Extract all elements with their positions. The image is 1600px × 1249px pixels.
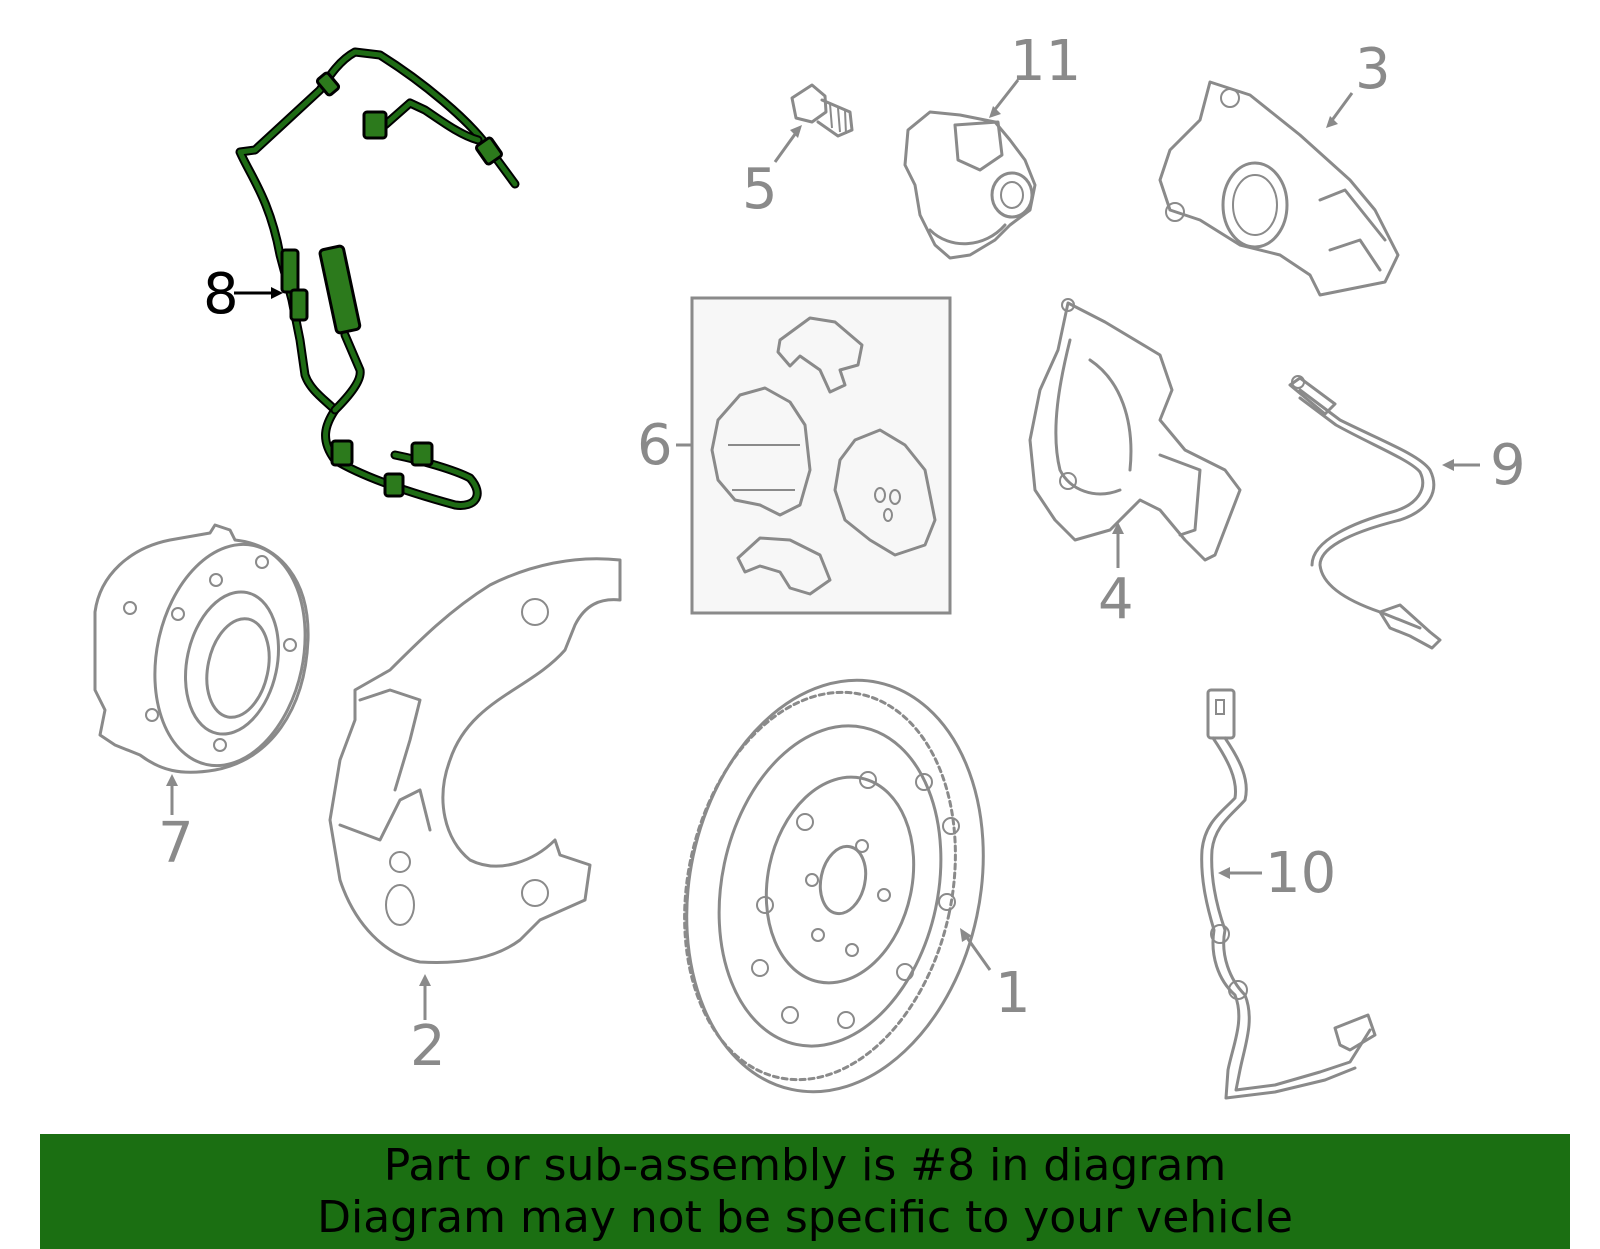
callout-1: 1	[995, 961, 1031, 1026]
callout-9: 9	[1490, 433, 1526, 498]
callout-3: 3	[1355, 37, 1391, 102]
callout-7: 7	[158, 811, 194, 876]
callout-10: 10	[1265, 841, 1336, 906]
callout-11: 11	[1010, 29, 1081, 94]
callout-6: 6	[637, 413, 673, 478]
leader-11	[991, 79, 1020, 113]
part-6-brake-pad-kit[interactable]	[690, 296, 952, 615]
part-5-caliper-bolt[interactable]	[790, 83, 854, 138]
part-7-wheel-hub[interactable]	[93, 523, 325, 780]
leader-5	[773, 129, 800, 163]
part-2-dust-shield[interactable]	[328, 557, 622, 965]
part-9-brake-hose[interactable]	[1288, 375, 1442, 650]
callout-5: 5	[742, 157, 778, 222]
banner-line-1: Part or sub-assembly is #8 in diagram	[383, 1139, 1227, 1191]
callout-2: 2	[410, 1014, 446, 1079]
banner-line-2: Diagram may not be specific to your vehi…	[317, 1191, 1293, 1243]
part-8-brake-wear-sensor[interactable]	[235, 47, 520, 510]
leader-3	[1328, 92, 1354, 124]
part-11-parking-brake-actuator[interactable]	[903, 110, 1037, 260]
part-10-abs-sensor-harness[interactable]	[1200, 688, 1377, 1100]
callout-8: 8	[203, 262, 239, 327]
callout-4: 4	[1098, 567, 1134, 632]
part-1-brake-rotor[interactable]	[650, 652, 1020, 1119]
part-3-brake-caliper[interactable]	[1158, 80, 1400, 297]
info-banner: Part or sub-assembly is #8 in diagram Di…	[40, 1134, 1570, 1249]
part-4-caliper-bracket[interactable]	[1028, 298, 1242, 562]
